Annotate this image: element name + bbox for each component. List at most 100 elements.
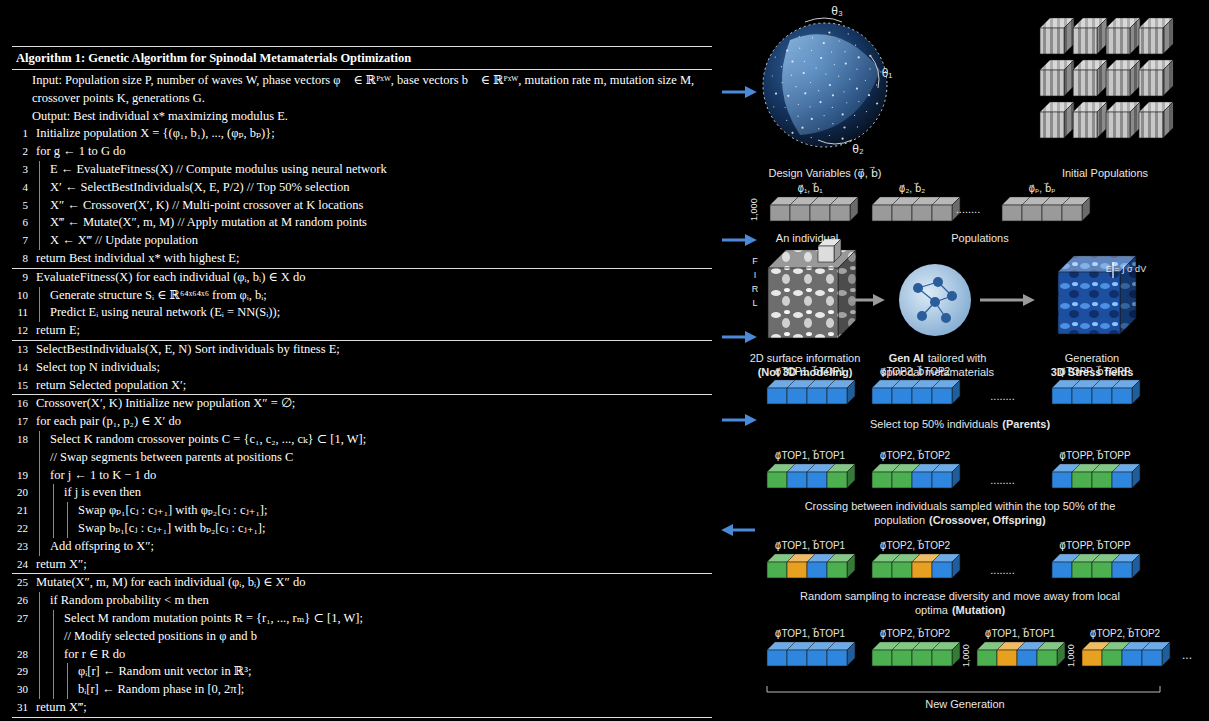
algorithm-row: 20 if j is even then xyxy=(12,484,712,502)
label-group: φ⃗₂, b⃗₂ xyxy=(872,183,952,196)
iso-box xyxy=(1040,18,1074,54)
caption-text: 1,000 xyxy=(961,639,972,673)
caption-text: Initial Populations xyxy=(1025,167,1185,181)
block-bar xyxy=(39,646,40,664)
block-bar xyxy=(39,663,40,681)
caption-text: 1,000 xyxy=(1066,639,1077,673)
algorithm-row: 28for r ∈ R do xyxy=(12,646,712,664)
algorithm-row: 10Generate structure Sᵢ ∈ ℝ⁶⁴ˣ⁶⁴ˣ⁶ from … xyxy=(12,287,712,305)
label-group: F xyxy=(748,256,762,267)
line-number: 22 xyxy=(12,520,28,538)
label-group: ... xyxy=(1172,648,1202,663)
block-bar xyxy=(53,520,54,538)
iso-box xyxy=(827,464,855,488)
caption-text: 1,000 xyxy=(749,193,760,227)
algorithm-line: for j ← 1 to K − 1 do xyxy=(50,467,712,485)
algorithm-line: return E; xyxy=(36,322,712,340)
line-number: 28 xyxy=(12,646,28,664)
algorithm-row: 13SelectBestIndividuals(X, E, N) Sort in… xyxy=(12,341,712,359)
algorithm-line: if j is even then xyxy=(64,484,712,502)
iso-box xyxy=(1142,642,1170,666)
algorithm-row: 5X″ ← Crossover(X′, K) // Multi-point cr… xyxy=(12,197,712,215)
block-bar xyxy=(53,502,54,520)
algorithm-row: 24return X″; xyxy=(12,556,712,575)
iso-box xyxy=(1139,60,1173,96)
algorithm-line: Add offspring to X″; xyxy=(50,538,712,556)
iso-box xyxy=(1139,18,1173,54)
label-group: R xyxy=(748,284,762,295)
block-bar xyxy=(67,520,68,538)
caption-text: Generation xyxy=(1022,352,1162,366)
algorithm-row: 18Select K random crossover points C = {… xyxy=(12,431,712,449)
line-number: 24 xyxy=(12,556,28,574)
iso-box xyxy=(1073,102,1107,138)
caption-text: φ⃗TOP2, b⃗TOP2 xyxy=(865,628,965,641)
line-number: 11 xyxy=(12,304,28,322)
algorithm-line: Mutate(X″, m, M) for each individual (φᵢ… xyxy=(36,574,712,592)
label-group: New Generation xyxy=(880,698,1050,712)
caption-text: An individual xyxy=(752,232,862,246)
label-group: φ⃗TOP2, b⃗TOP2 xyxy=(865,540,965,553)
caption-text: φ⃗TOPP, b⃗TOPP xyxy=(1045,450,1145,463)
algorithm-line: Swap bₚ₁[cⱼ : cⱼ₊₁] with bₚ₂[cⱼ : cⱼ₊₁]; xyxy=(78,520,712,538)
label-group: φ⃗TOP1, b⃗TOP1 xyxy=(970,628,1070,641)
block-bar xyxy=(39,610,40,628)
block-bar xyxy=(39,484,40,502)
caption-text: φ⃗TOP2, b⃗TOP2 xyxy=(1075,628,1175,641)
block-bar xyxy=(53,646,54,664)
algorithm-row: // Swap segments between parents at posi… xyxy=(12,449,712,467)
iso-box xyxy=(1106,60,1140,96)
block-bar xyxy=(39,628,40,646)
iso-box xyxy=(827,380,855,404)
block-bar xyxy=(39,431,40,449)
label-group: Random sampling to increase diversity an… xyxy=(800,590,1120,618)
iso-box xyxy=(1139,102,1173,138)
algorithm-line: return X‴; xyxy=(36,699,712,717)
iso-box xyxy=(1040,60,1074,96)
line-number: 20 xyxy=(12,484,28,502)
algorithm-line: Predict Eᵢ using neural network (Eᵢ = NN… xyxy=(50,304,712,322)
algorithm-row: 3E ← EvaluateFitness(X) // Compute modul… xyxy=(12,161,712,179)
label-group: φ⃗ₚ, b⃗ₚ xyxy=(1002,183,1082,196)
algorithm-title: Algorithm 1: Genetic Algorithm for Spino… xyxy=(12,46,712,70)
algorithm-input: Input: Population size P, number of wave… xyxy=(12,70,712,108)
caption-text: New Generation xyxy=(880,698,1050,712)
line-number: 23 xyxy=(12,538,28,556)
algorithm-output: Output: Best individual x* maximizing mo… xyxy=(12,108,712,126)
block-bar xyxy=(39,538,40,556)
line-number: 12 xyxy=(12,322,28,340)
algorithm-line: Crossover(X′, K) Initialize new populati… xyxy=(36,395,712,413)
iso-box xyxy=(1073,60,1107,96)
block-bar xyxy=(67,663,68,681)
iso-box xyxy=(827,554,855,578)
label-group: 1,000 xyxy=(961,639,972,673)
label-group: θ₂ xyxy=(843,142,873,157)
line-number: 19 xyxy=(12,467,28,485)
caption-text: Select top 50% individuals xyxy=(870,418,998,430)
algorithm-row: 7X ← X‴ // Update population xyxy=(12,232,712,250)
caption-text: R xyxy=(748,284,762,295)
line-number: 10 xyxy=(12,287,28,305)
label-group: ........ xyxy=(960,390,1045,404)
iso-box xyxy=(827,642,855,666)
label-group: L xyxy=(748,298,762,309)
label-group: An individual xyxy=(752,232,862,246)
block-bar xyxy=(53,610,54,628)
caption-text: φ⃗TOPP, b⃗TOPP xyxy=(1045,540,1145,553)
block-bar xyxy=(39,197,40,215)
caption-bold: Gen AI xyxy=(889,352,924,364)
caption-text: Design Variables (φ⃗, b⃗) xyxy=(735,167,915,181)
label-group: φ⃗TOP1, b⃗TOP1 xyxy=(760,540,860,553)
line-number: 27 xyxy=(12,610,28,628)
label-group: Select top 50% individuals(Parents) xyxy=(795,418,1125,432)
label-group: Design Variables (φ⃗, b⃗) xyxy=(735,167,915,181)
block-bar xyxy=(53,663,54,681)
caption-text: 2D surface information xyxy=(735,352,875,366)
block-bar xyxy=(39,179,40,197)
caption-text: F xyxy=(748,256,762,267)
line-number: 29 xyxy=(12,663,28,681)
block-bar xyxy=(39,304,40,322)
algorithm-line: φᵢ[r] ← Random unit vector in ℝ³; xyxy=(78,663,712,681)
label-group: φ⃗₁, b⃗₁ xyxy=(770,183,850,196)
line-number: 7 xyxy=(12,232,28,250)
